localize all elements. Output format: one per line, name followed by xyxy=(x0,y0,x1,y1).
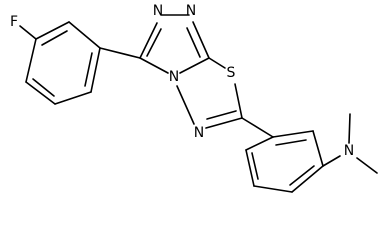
bond-core-aryl xyxy=(241,117,274,138)
bond-double-inner xyxy=(84,52,93,87)
bond xyxy=(245,149,255,187)
triazole-n1-label: N xyxy=(153,3,163,19)
amine-n-label: N xyxy=(344,143,354,159)
bond xyxy=(68,21,101,49)
dimethylaminophenyl-ring xyxy=(245,130,324,193)
bond-double-inner xyxy=(186,27,201,58)
fluorine-atom-label: F xyxy=(10,14,18,30)
bond-double-inner xyxy=(41,30,68,46)
bond-aryl-triazole xyxy=(99,47,141,59)
bond-double-inner xyxy=(146,28,162,57)
bond xyxy=(291,165,324,193)
bond xyxy=(25,81,56,105)
bond xyxy=(312,130,324,167)
bond xyxy=(192,21,210,59)
sulfur-atom-label: S xyxy=(227,65,236,81)
fused-core xyxy=(139,14,243,129)
bond-double-inner xyxy=(251,152,259,180)
bond-n-methyl xyxy=(356,157,378,174)
bond-double-inner xyxy=(275,139,307,146)
molecule-structure: F N N N S N N xyxy=(10,3,378,193)
bond xyxy=(272,130,314,138)
thiadiazole-n-label: N xyxy=(194,125,204,141)
bond-n-methyl xyxy=(348,113,351,144)
bond-double-inner xyxy=(32,78,55,97)
bond xyxy=(25,38,37,83)
fluorophenyl-ring xyxy=(25,21,101,105)
bond-double-inner xyxy=(206,110,237,120)
bond xyxy=(139,57,169,74)
bond-c-f xyxy=(19,25,37,40)
bond-double-inner xyxy=(289,165,315,186)
triazole-n2-label: N xyxy=(186,3,196,19)
triazole-n4-label: N xyxy=(169,69,179,85)
bond xyxy=(90,47,101,93)
bond xyxy=(234,83,243,119)
bond-aryl-n xyxy=(322,155,341,167)
bond xyxy=(179,57,210,74)
bond xyxy=(54,91,92,105)
bond xyxy=(35,21,70,40)
bond xyxy=(205,117,243,129)
bond xyxy=(139,22,158,59)
bond xyxy=(176,85,195,125)
bond xyxy=(245,136,274,151)
bond xyxy=(208,57,226,69)
bond xyxy=(253,185,293,193)
